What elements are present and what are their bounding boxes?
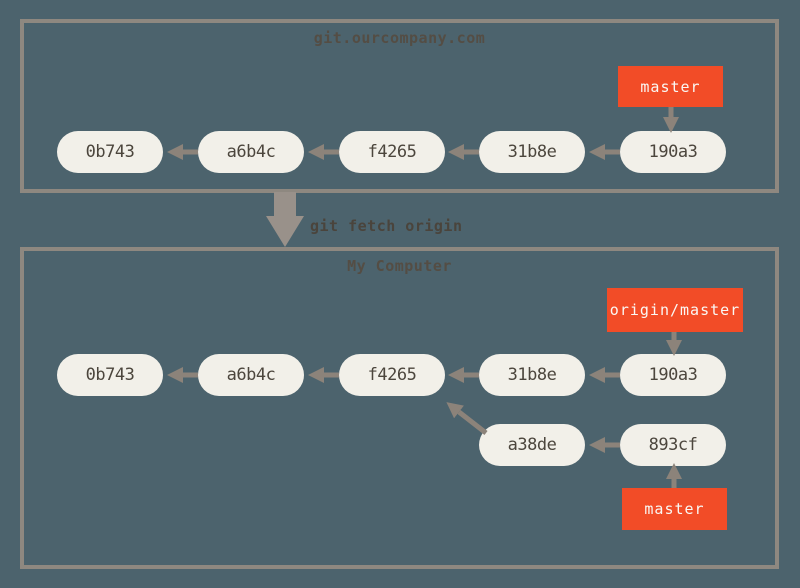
remote-master-branch-label: master — [618, 66, 723, 107]
origin-master-branch-label: origin/master — [607, 288, 743, 332]
commit-node: 190a3 — [620, 131, 726, 173]
local-repo-panel: My Computer — [20, 247, 779, 569]
commit-node: f4265 — [339, 354, 445, 396]
commit-node: 190a3 — [620, 354, 726, 396]
commit-node: a6b4c — [198, 131, 304, 173]
commit-node: 31b8e — [479, 131, 585, 173]
commit-node: 893cf — [620, 424, 726, 466]
commit-node: 0b743 — [57, 354, 163, 396]
local-repo-title: My Computer — [347, 257, 452, 275]
commit-node: 0b743 — [57, 131, 163, 173]
fetch-arrow — [266, 192, 304, 247]
remote-repo-panel: git.ourcompany.com — [20, 19, 779, 193]
commit-node: f4265 — [339, 131, 445, 173]
local-master-branch-label: master — [622, 488, 727, 530]
commit-node: a6b4c — [198, 354, 304, 396]
fetch-command-text: git fetch origin — [310, 217, 463, 235]
remote-repo-title: git.ourcompany.com — [313, 29, 486, 47]
commit-node: a38de — [479, 424, 585, 466]
commit-node: 31b8e — [479, 354, 585, 396]
